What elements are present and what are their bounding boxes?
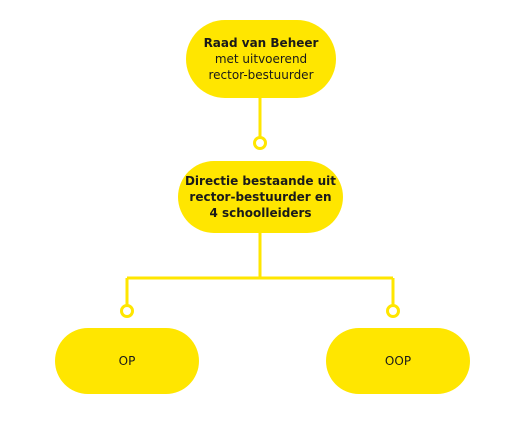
node-raad-line-3: rector-bestuurder xyxy=(208,68,314,82)
node-op: OP xyxy=(55,328,199,394)
node-oop: OOP xyxy=(326,328,470,394)
connector-dot-oop xyxy=(386,304,400,318)
node-directie-line-1: Directie bestaande uit xyxy=(184,174,337,188)
node-directie-line-3: 4 schoolleiders xyxy=(209,206,312,220)
connector-dot-op xyxy=(120,304,134,318)
node-raad-van-beheer: Raad van Beheer met uitvoerend rector-be… xyxy=(186,20,336,98)
node-directie: Directie bestaande uit rector-bestuurder… xyxy=(178,161,343,233)
node-raad-line-2: met uitvoerend xyxy=(214,52,308,66)
node-directie-line-2: rector-bestuurder en xyxy=(189,190,332,204)
node-raad-line-1: Raad van Beheer xyxy=(203,36,319,50)
node-op-label: OP xyxy=(118,354,136,368)
node-oop-label: OOP xyxy=(384,354,412,368)
connector-dot-raad-directie xyxy=(253,136,267,150)
